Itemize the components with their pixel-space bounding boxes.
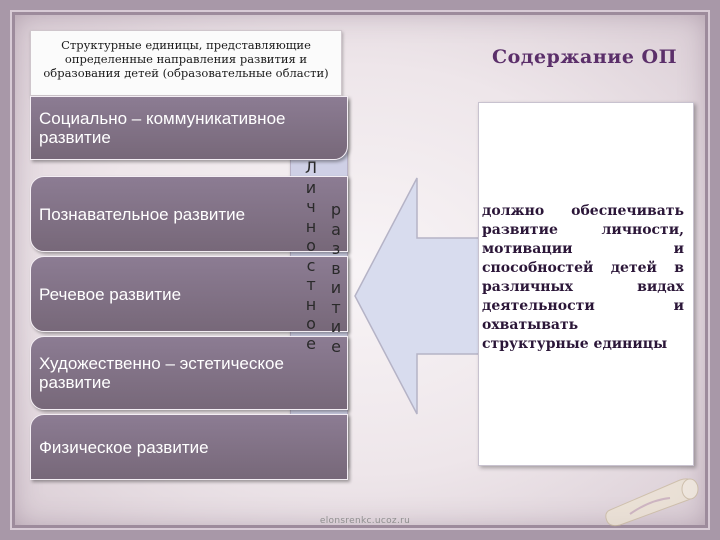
vertical-letter: в — [331, 258, 341, 278]
vertical-letter: ч — [306, 197, 316, 216]
footer-url: elonsrenkc.ucoz.ru — [319, 516, 411, 526]
vertical-letter: т — [331, 297, 341, 317]
scroll-decoration-icon — [605, 478, 699, 527]
category-physical: Физическое развитие — [30, 414, 348, 480]
category-label: Познавательное развитие — [39, 204, 246, 224]
category-speech: Речевое развитие — [30, 256, 348, 332]
vertical-letter: о — [306, 314, 316, 333]
category-label: Речевое развитие — [39, 284, 182, 304]
header-text: Структурные единицы, представляющие опре… — [43, 38, 329, 80]
vertical-letter: е — [331, 336, 341, 356]
category-label: Социально – коммуникативное развитие — [39, 109, 286, 147]
category-label: Художественно – эстетическое развитие — [39, 354, 284, 392]
vertical-letter: и — [305, 177, 317, 197]
content-title: Содержание ОП — [492, 46, 678, 68]
category-social: Социально – коммуникативное развитие — [30, 96, 348, 160]
vertical-letter: н — [305, 294, 317, 314]
left-arrow-icon — [354, 177, 492, 415]
category-art: Художественно – эстетическое развитие — [30, 336, 348, 410]
vertical-word-razvitie: р а з в и т и е — [327, 200, 345, 356]
vertical-letter: е — [306, 333, 316, 353]
vertical-letter: з — [331, 239, 341, 258]
vertical-letter: с — [306, 255, 316, 275]
vertical-letter: н — [305, 216, 317, 236]
vertical-letter: а — [331, 219, 341, 239]
vertical-letter: т — [306, 275, 316, 294]
content-description: должно обеспечивать развитие личности, м… — [482, 203, 684, 352]
content-box — [478, 102, 694, 466]
vertical-letter: и — [330, 317, 342, 336]
vertical-letter: р — [330, 200, 342, 219]
category-label: Физическое развитие — [39, 437, 209, 457]
vertical-letter: о — [306, 236, 316, 255]
header-box: Структурные единицы, представляющие опре… — [30, 30, 342, 96]
category-cognitive: Познавательное развитие — [30, 176, 348, 252]
vertical-letter: и — [330, 278, 342, 297]
vertical-letter: Л — [304, 158, 318, 177]
vertical-word-lichnostnoe: Л и ч н о с т н о е — [302, 158, 320, 353]
